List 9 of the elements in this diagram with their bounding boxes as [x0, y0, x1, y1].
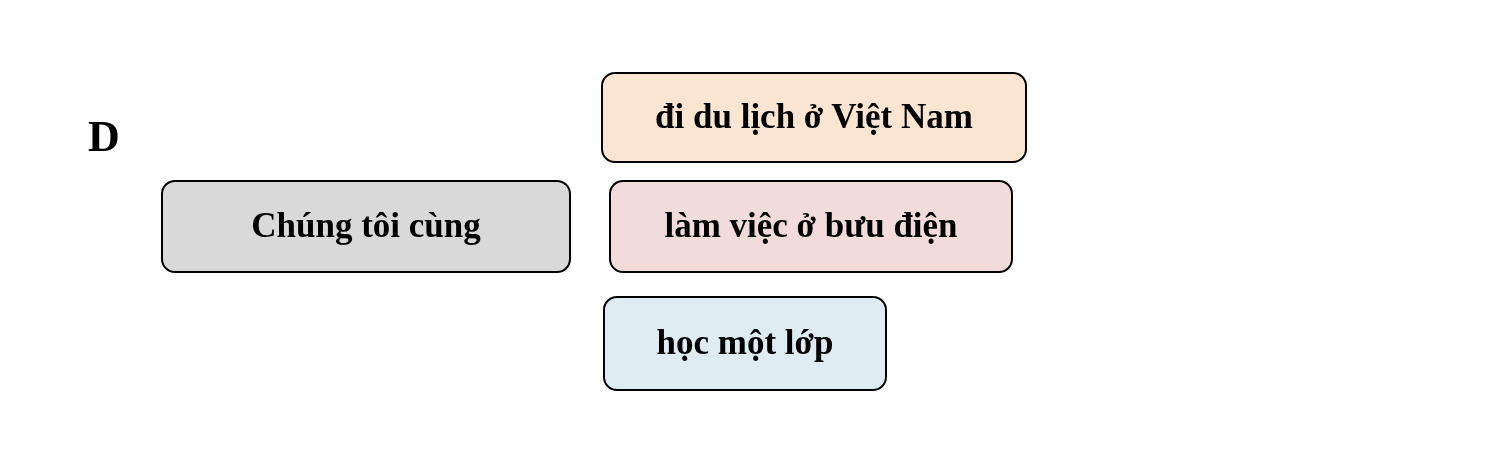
phrase-text: làm việc ở bưu điện [664, 206, 958, 247]
phrase-card [603, 296, 887, 391]
phrase-text: Chúng tôi cùng [251, 206, 481, 247]
phrase-card [609, 180, 1013, 273]
option-letter: D [88, 115, 120, 159]
phrase-card [601, 72, 1027, 163]
phrase-text: học một lớp [656, 323, 834, 364]
phrase-text: đi du lịch ở Việt Nam [655, 97, 973, 138]
phrase-card [161, 180, 571, 273]
